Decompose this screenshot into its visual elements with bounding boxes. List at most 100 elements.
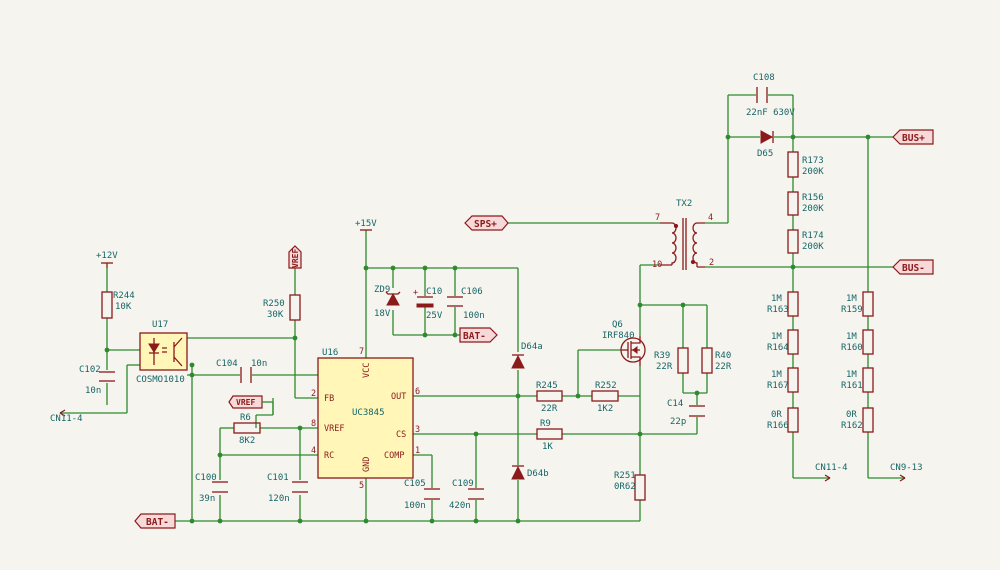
d64b-diode: D64b — [511, 465, 549, 480]
c104-capacitor: C104 10n — [216, 359, 267, 383]
svg-text:1K: 1K — [542, 442, 553, 452]
svg-text:22R: 22R — [715, 362, 732, 372]
svg-text:C108: C108 — [753, 73, 775, 83]
svg-text:CN11-4: CN11-4 — [815, 463, 848, 473]
bat-minus-label-mid: BAT- — [455, 327, 498, 343]
svg-text:10: 10 — [652, 260, 662, 270]
svg-text:1: 1 — [415, 446, 420, 456]
svg-text:22R: 22R — [656, 362, 673, 372]
svg-text:3: 3 — [415, 425, 420, 435]
svg-text:7: 7 — [359, 347, 364, 357]
svg-text:VCC: VCC — [362, 363, 372, 378]
r251-resistor: R251 0R62 — [614, 471, 646, 501]
svg-text:200K: 200K — [802, 242, 824, 252]
svg-text:120n: 120n — [268, 494, 290, 504]
svg-text:100n: 100n — [404, 501, 426, 511]
svg-text:R39: R39 — [654, 351, 670, 361]
svg-text:R160: R160 — [841, 343, 863, 353]
svg-text:IRF840: IRF840 — [602, 331, 635, 341]
svg-text:+12V: +12V — [96, 251, 118, 261]
r173-resistor: R173 200K — [787, 151, 824, 178]
svg-text:100n: 100n — [463, 311, 485, 321]
r163-resistor: 1M R163 — [767, 291, 799, 317]
svg-text:R244: R244 — [113, 291, 135, 301]
svg-text:2: 2 — [709, 258, 714, 268]
u17-optocoupler: U17 COSMO1010 — [136, 320, 188, 385]
svg-text:ZD9: ZD9 — [374, 285, 390, 295]
svg-text:18V: 18V — [374, 309, 391, 319]
zd9-zener-diode: ZD9 18V — [374, 285, 401, 319]
bus-minus-label: BUS- — [892, 259, 934, 275]
c106-capacitor: C106 100n — [447, 287, 485, 321]
svg-text:C101: C101 — [267, 473, 289, 483]
r160-resistor: 1M R160 — [841, 329, 874, 355]
svg-text:1M: 1M — [771, 332, 782, 342]
svg-text:C109: C109 — [452, 479, 474, 489]
svg-text:RC: RC — [324, 451, 334, 461]
svg-text:CS: CS — [396, 430, 406, 440]
svg-text:22R: 22R — [541, 404, 558, 414]
svg-text:CN11-4: CN11-4 — [50, 414, 83, 424]
svg-text:1M: 1M — [846, 370, 857, 380]
svg-text:SPS+: SPS+ — [474, 219, 497, 230]
svg-text:4: 4 — [708, 213, 713, 223]
c10-capacitor: + C10 25V — [413, 287, 443, 321]
svg-text:U17: U17 — [152, 320, 168, 330]
svg-text:D64a: D64a — [521, 342, 543, 352]
r244-resistor: R244 10K — [101, 291, 135, 319]
r164-resistor: 1M R164 — [767, 329, 799, 355]
svg-text:FB: FB — [324, 394, 334, 404]
svg-text:D65: D65 — [757, 149, 773, 159]
svg-text:0R: 0R — [771, 410, 782, 420]
r6-resistor: R6 8K2 — [233, 413, 261, 446]
r252-resistor: R252 1K2 — [591, 381, 619, 414]
svg-text:TX2: TX2 — [676, 199, 692, 209]
c102-capacitor: C102 10n — [79, 365, 115, 396]
svg-text:200K: 200K — [802, 204, 824, 214]
power-15v: +15V — [355, 219, 377, 231]
power-12v: +12V — [96, 251, 118, 268]
c100-capacitor: C100 39n — [195, 473, 228, 504]
svg-text:8K2: 8K2 — [239, 436, 255, 446]
svg-text:R6: R6 — [240, 413, 251, 423]
bat-minus-label-left: BAT- — [134, 513, 176, 529]
svg-text:1M: 1M — [771, 370, 782, 380]
c109-capacitor: C109 420n — [449, 479, 484, 511]
svg-text:D64b: D64b — [527, 469, 549, 479]
svg-text:1M: 1M — [846, 332, 857, 342]
svg-text:R159: R159 — [841, 305, 863, 315]
svg-text:C102: C102 — [79, 365, 101, 375]
r159-resistor: 1M R159 — [841, 291, 874, 317]
svg-text:R40: R40 — [715, 351, 731, 361]
tx2-transformer: TX2 7 10 4 2 — [652, 199, 714, 270]
svg-text:10n: 10n — [85, 386, 101, 396]
svg-text:R164: R164 — [767, 343, 789, 353]
r245-resistor: R245 22R — [536, 381, 563, 414]
svg-text:10K: 10K — [115, 302, 132, 312]
svg-text:BUS+: BUS+ — [902, 133, 925, 144]
svg-text:420n: 420n — [449, 501, 471, 511]
svg-text:R251: R251 — [614, 471, 636, 481]
svg-text:R166: R166 — [767, 421, 789, 431]
svg-text:COSMO1010: COSMO1010 — [136, 375, 185, 385]
bus-plus-label: BUS+ — [892, 129, 934, 145]
u16-controller: U16 UC3845 FB VREF RC OUT CS COMP VCC GN… — [311, 347, 420, 491]
svg-text:10n: 10n — [251, 359, 267, 369]
svg-text:+: + — [413, 288, 418, 298]
svg-text:VREF: VREF — [324, 424, 344, 434]
svg-text:22nF 630V: 22nF 630V — [746, 108, 795, 118]
svg-text:39n: 39n — [199, 494, 215, 504]
svg-text:Q6: Q6 — [612, 320, 623, 330]
svg-text:200K: 200K — [802, 167, 824, 177]
svg-text:R9: R9 — [540, 419, 551, 429]
svg-text:OUT: OUT — [391, 392, 406, 402]
svg-text:0R62: 0R62 — [614, 482, 636, 492]
r174-resistor: R174 200K — [787, 229, 824, 254]
svg-text:COMP: COMP — [384, 451, 404, 461]
svg-text:C10: C10 — [426, 287, 442, 297]
svg-text:0R: 0R — [846, 410, 857, 420]
svg-text:4: 4 — [311, 446, 316, 456]
svg-text:R163: R163 — [767, 305, 789, 315]
svg-text:R245: R245 — [536, 381, 558, 391]
